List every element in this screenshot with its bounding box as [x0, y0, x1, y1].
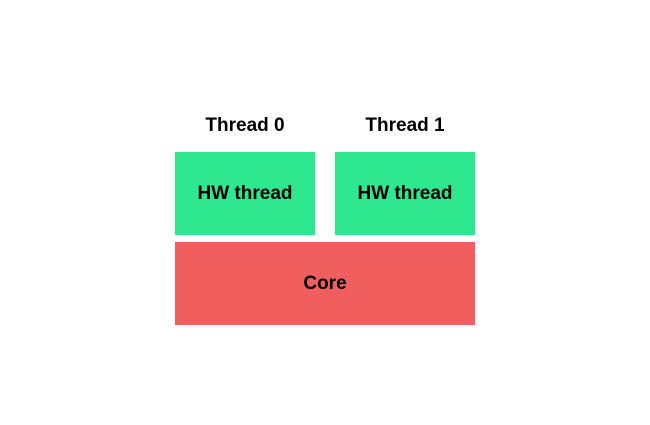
hw-thread-1-block: HW thread [335, 152, 475, 235]
thread-0-label: Thread 0 [205, 115, 285, 136]
core-block: Core [175, 242, 475, 325]
hw-thread-0-block: HW thread [175, 152, 315, 235]
thread-1-label: Thread 1 [365, 115, 445, 136]
hw-thread-1-label: HW thread [357, 182, 453, 204]
hw-thread-0-label: HW thread [197, 182, 293, 204]
core-label: Core [303, 272, 347, 294]
